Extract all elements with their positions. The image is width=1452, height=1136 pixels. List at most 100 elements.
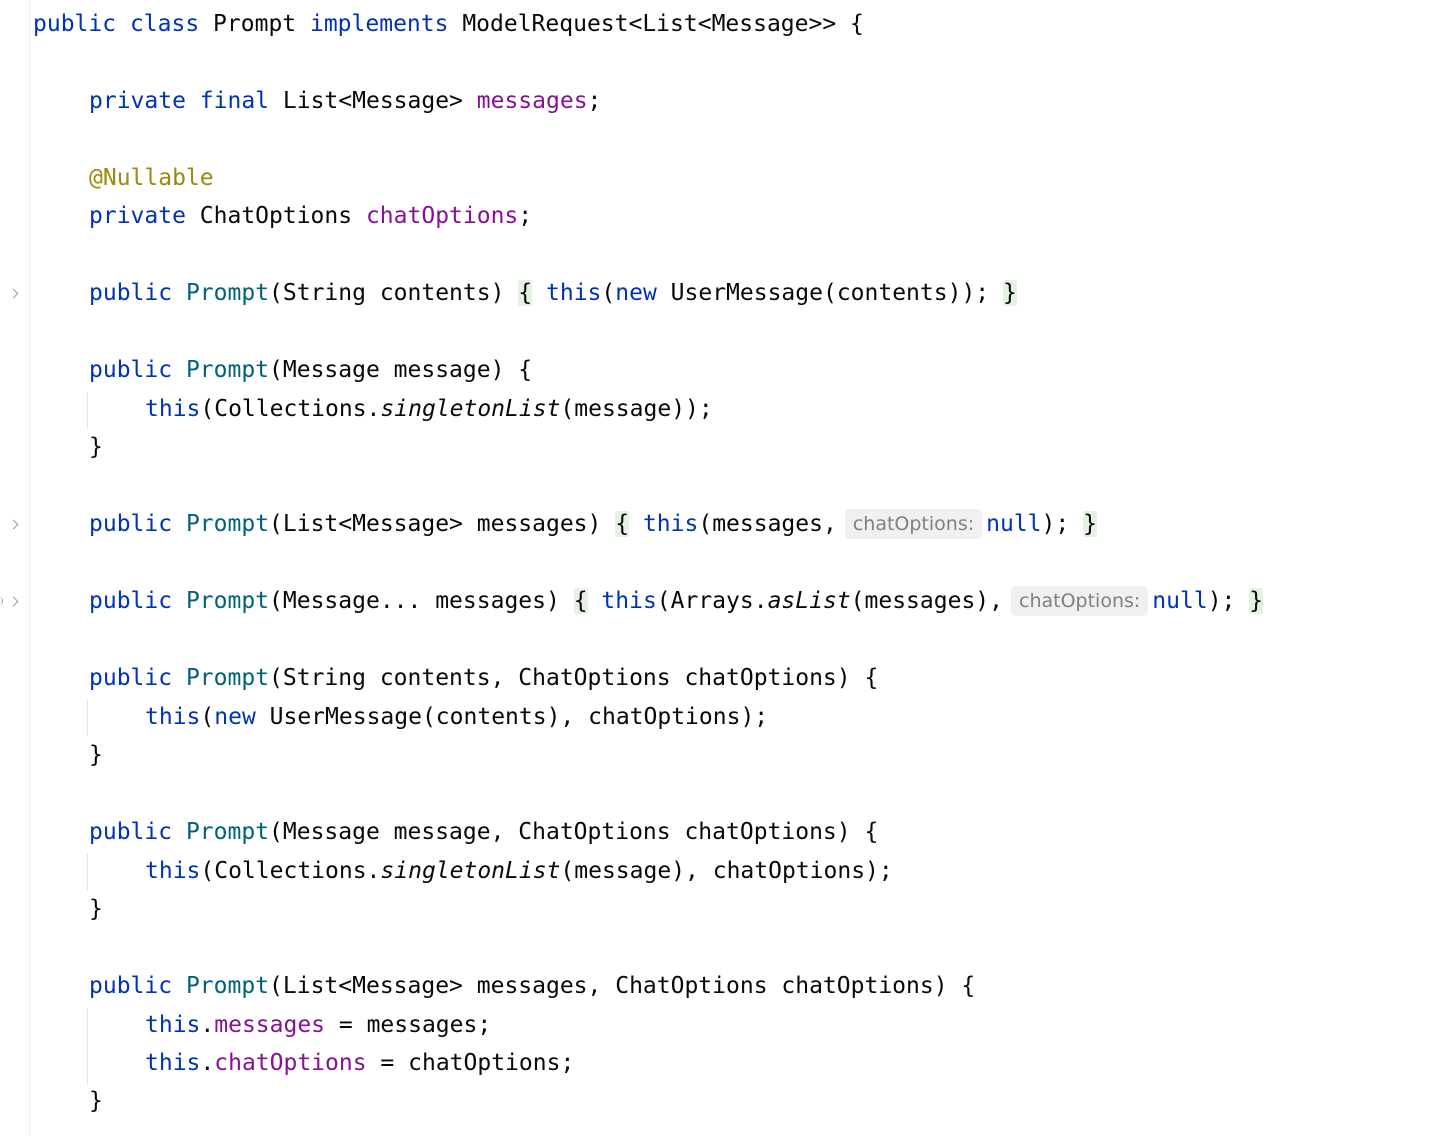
code-line-this-call: this(new UserMessage(contents), chatOpti… [145,698,768,736]
field-name: messages [214,1012,326,1038]
brace-highlight: { [573,588,588,614]
constructor-name: Prompt [185,588,270,614]
indent-guide [87,854,88,890]
code-text: (List<Message> messages) [269,511,616,537]
fold-chevron-icon[interactable] [10,596,20,610]
fold-chevron-icon[interactable] [10,519,20,533]
parameter-hint: chatOptions: [1011,586,1149,616]
keyword: final [199,88,270,114]
static-method: singletonList [380,858,561,884]
code-text: } [89,896,103,922]
code-text: (messages), [850,588,1003,614]
code-text: UserMessage(contents)); [656,280,990,306]
brace-highlight: { [615,511,630,537]
keyword: this [546,280,602,306]
code-text: ); [1207,588,1236,614]
keyword: public [33,11,117,37]
field-name: chatOptions [214,1050,367,1076]
code-line-chatoptions-field: private ChatOptions chatOptions; [89,197,532,235]
keyword: this [145,704,201,730]
fold-chevron-icon[interactable] [10,288,20,302]
code-text: (Collections. [200,396,381,422]
code-text: (messages, [698,511,837,537]
code-text: (message), chatOptions); [560,858,893,884]
keyword: public [89,588,173,614]
code-line-messages-field: private final List<Message> messages; [89,82,601,120]
keyword: this [145,1050,201,1076]
code-text: ; [518,203,533,229]
keyword: public [89,280,173,306]
brace-highlight: } [1003,280,1017,306]
code-line-close-brace: } [89,1082,103,1120]
code-text: = chatOptions; [366,1050,575,1076]
code-line-ctor-list-options: public Prompt(List<Message> messages, Ch… [89,967,975,1005]
code-line-ctor-message-options: public Prompt(Message message, ChatOptio… [89,813,878,851]
code-line-this-call: this(Collections.singletonList(message))… [145,390,713,428]
keyword: null [1152,588,1208,614]
code-text: (Message message) { [269,357,533,383]
code-text: } [89,434,103,460]
static-method: asList [767,588,851,614]
keyword: this [145,858,201,884]
code-line-ctor-list: public Prompt(List<Message> messages) { … [89,505,1097,543]
code-line-ctor-message: public Prompt(Message message) { [89,351,532,389]
keyword: private [89,88,186,114]
keyword: this [601,588,657,614]
code-line-close-brace: } [89,890,103,928]
constructor-name: Prompt [185,357,270,383]
class-name: Prompt [199,11,310,37]
constructor-name: Prompt [185,511,270,537]
keyword: private [89,203,186,229]
constructor-name: Prompt [185,665,270,691]
code-text: ); [1041,511,1070,537]
code-text: ModelRequest<List<Message>> { [448,11,864,37]
code-text: (Message... messages) [269,588,574,614]
parameter-hint: chatOptions: [844,509,983,539]
keyword: new [214,704,256,730]
editor-gutter [0,0,30,1136]
keyword: public [89,511,173,537]
indent-guide [87,1008,88,1084]
keyword: public [89,819,173,845]
annotation: @Nullable [89,165,214,191]
code-text: UserMessage(contents), chatOptions); [255,704,769,730]
field-name: messages [476,88,588,114]
code-text: = messages; [325,1012,492,1038]
indent-guide [87,700,88,736]
code-line-ctor-string-options: public Prompt(String contents, ChatOptio… [89,659,878,697]
code-line-close-brace: } [89,736,103,774]
brace-highlight: { [518,280,533,306]
code-text: (Arrays. [656,588,768,614]
code-text: (List<Message> messages, ChatOptions cha… [269,973,976,999]
static-method: singletonList [380,396,561,422]
code-text: } [89,742,103,768]
keyword: public [89,665,173,691]
keyword: public [89,357,173,383]
keyword: this [145,1012,201,1038]
keyword: this [642,511,699,537]
code-text: } [89,1088,103,1114]
constructor-name: Prompt [185,819,270,845]
code-line-assign-chatoptions: this.chatOptions = chatOptions; [145,1044,574,1082]
indent-guide [87,392,88,428]
code-line-class-declaration: public class Prompt implements ModelRequ… [33,5,864,43]
code-text: ( [601,280,616,306]
code-text: (Collections. [200,858,381,884]
brace-highlight: } [1083,511,1097,537]
keyword: new [615,280,657,306]
constructor-name: Prompt [185,280,270,306]
code-text: (Message message, ChatOptions chatOption… [269,819,879,845]
code-text: (String contents) [269,280,519,306]
code-line-ctor-varargs: public Prompt(Message... messages) { thi… [89,582,1264,620]
code-text: . [200,1012,215,1038]
code-text: . [200,1050,215,1076]
code-line-this-call: this(Collections.singletonList(message),… [145,852,893,890]
gutter-marker-icon[interactable] [0,597,3,605]
code-text: ; [587,88,602,114]
keyword: this [145,396,201,422]
brace-highlight: } [1249,588,1264,614]
keyword: null [986,511,1042,537]
code-line-assign-messages: this.messages = messages; [145,1006,491,1044]
field-name: chatOptions [365,203,519,229]
